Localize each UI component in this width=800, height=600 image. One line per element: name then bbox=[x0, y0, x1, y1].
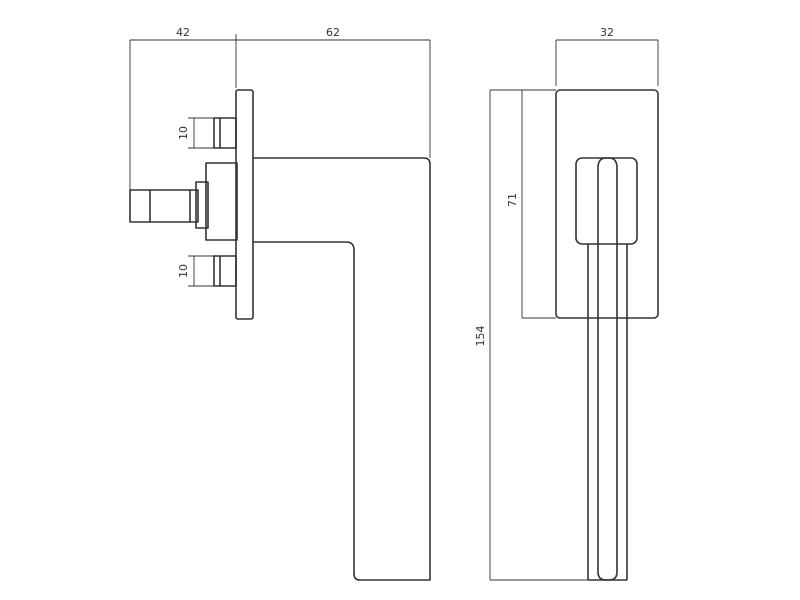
handle-lever bbox=[253, 157, 431, 581]
label-rose-height: 71 bbox=[506, 193, 519, 207]
label-screw-boss-top: 10 bbox=[177, 126, 190, 140]
dimension-labels: 42 62 32 154 71 10 10 bbox=[176, 26, 614, 347]
dimension-lines bbox=[129, 34, 659, 581]
label-handle-projection: 62 bbox=[326, 26, 340, 39]
label-overall-height: 154 bbox=[474, 326, 487, 347]
rose-plate bbox=[555, 89, 659, 319]
side-view bbox=[129, 89, 431, 581]
spindle-collar bbox=[195, 181, 209, 229]
lever-bar bbox=[597, 157, 618, 581]
hub bbox=[205, 162, 238, 241]
label-screw-boss-bottom: 10 bbox=[177, 264, 190, 278]
screw-boss-top bbox=[213, 117, 237, 149]
front-view bbox=[555, 89, 659, 581]
label-spindle-length: 42 bbox=[176, 26, 190, 39]
base-plate bbox=[235, 89, 254, 320]
spindle bbox=[129, 189, 199, 223]
lever-neck bbox=[575, 157, 638, 245]
screw-boss-bottom bbox=[213, 255, 237, 287]
label-rose-width: 32 bbox=[600, 26, 614, 39]
